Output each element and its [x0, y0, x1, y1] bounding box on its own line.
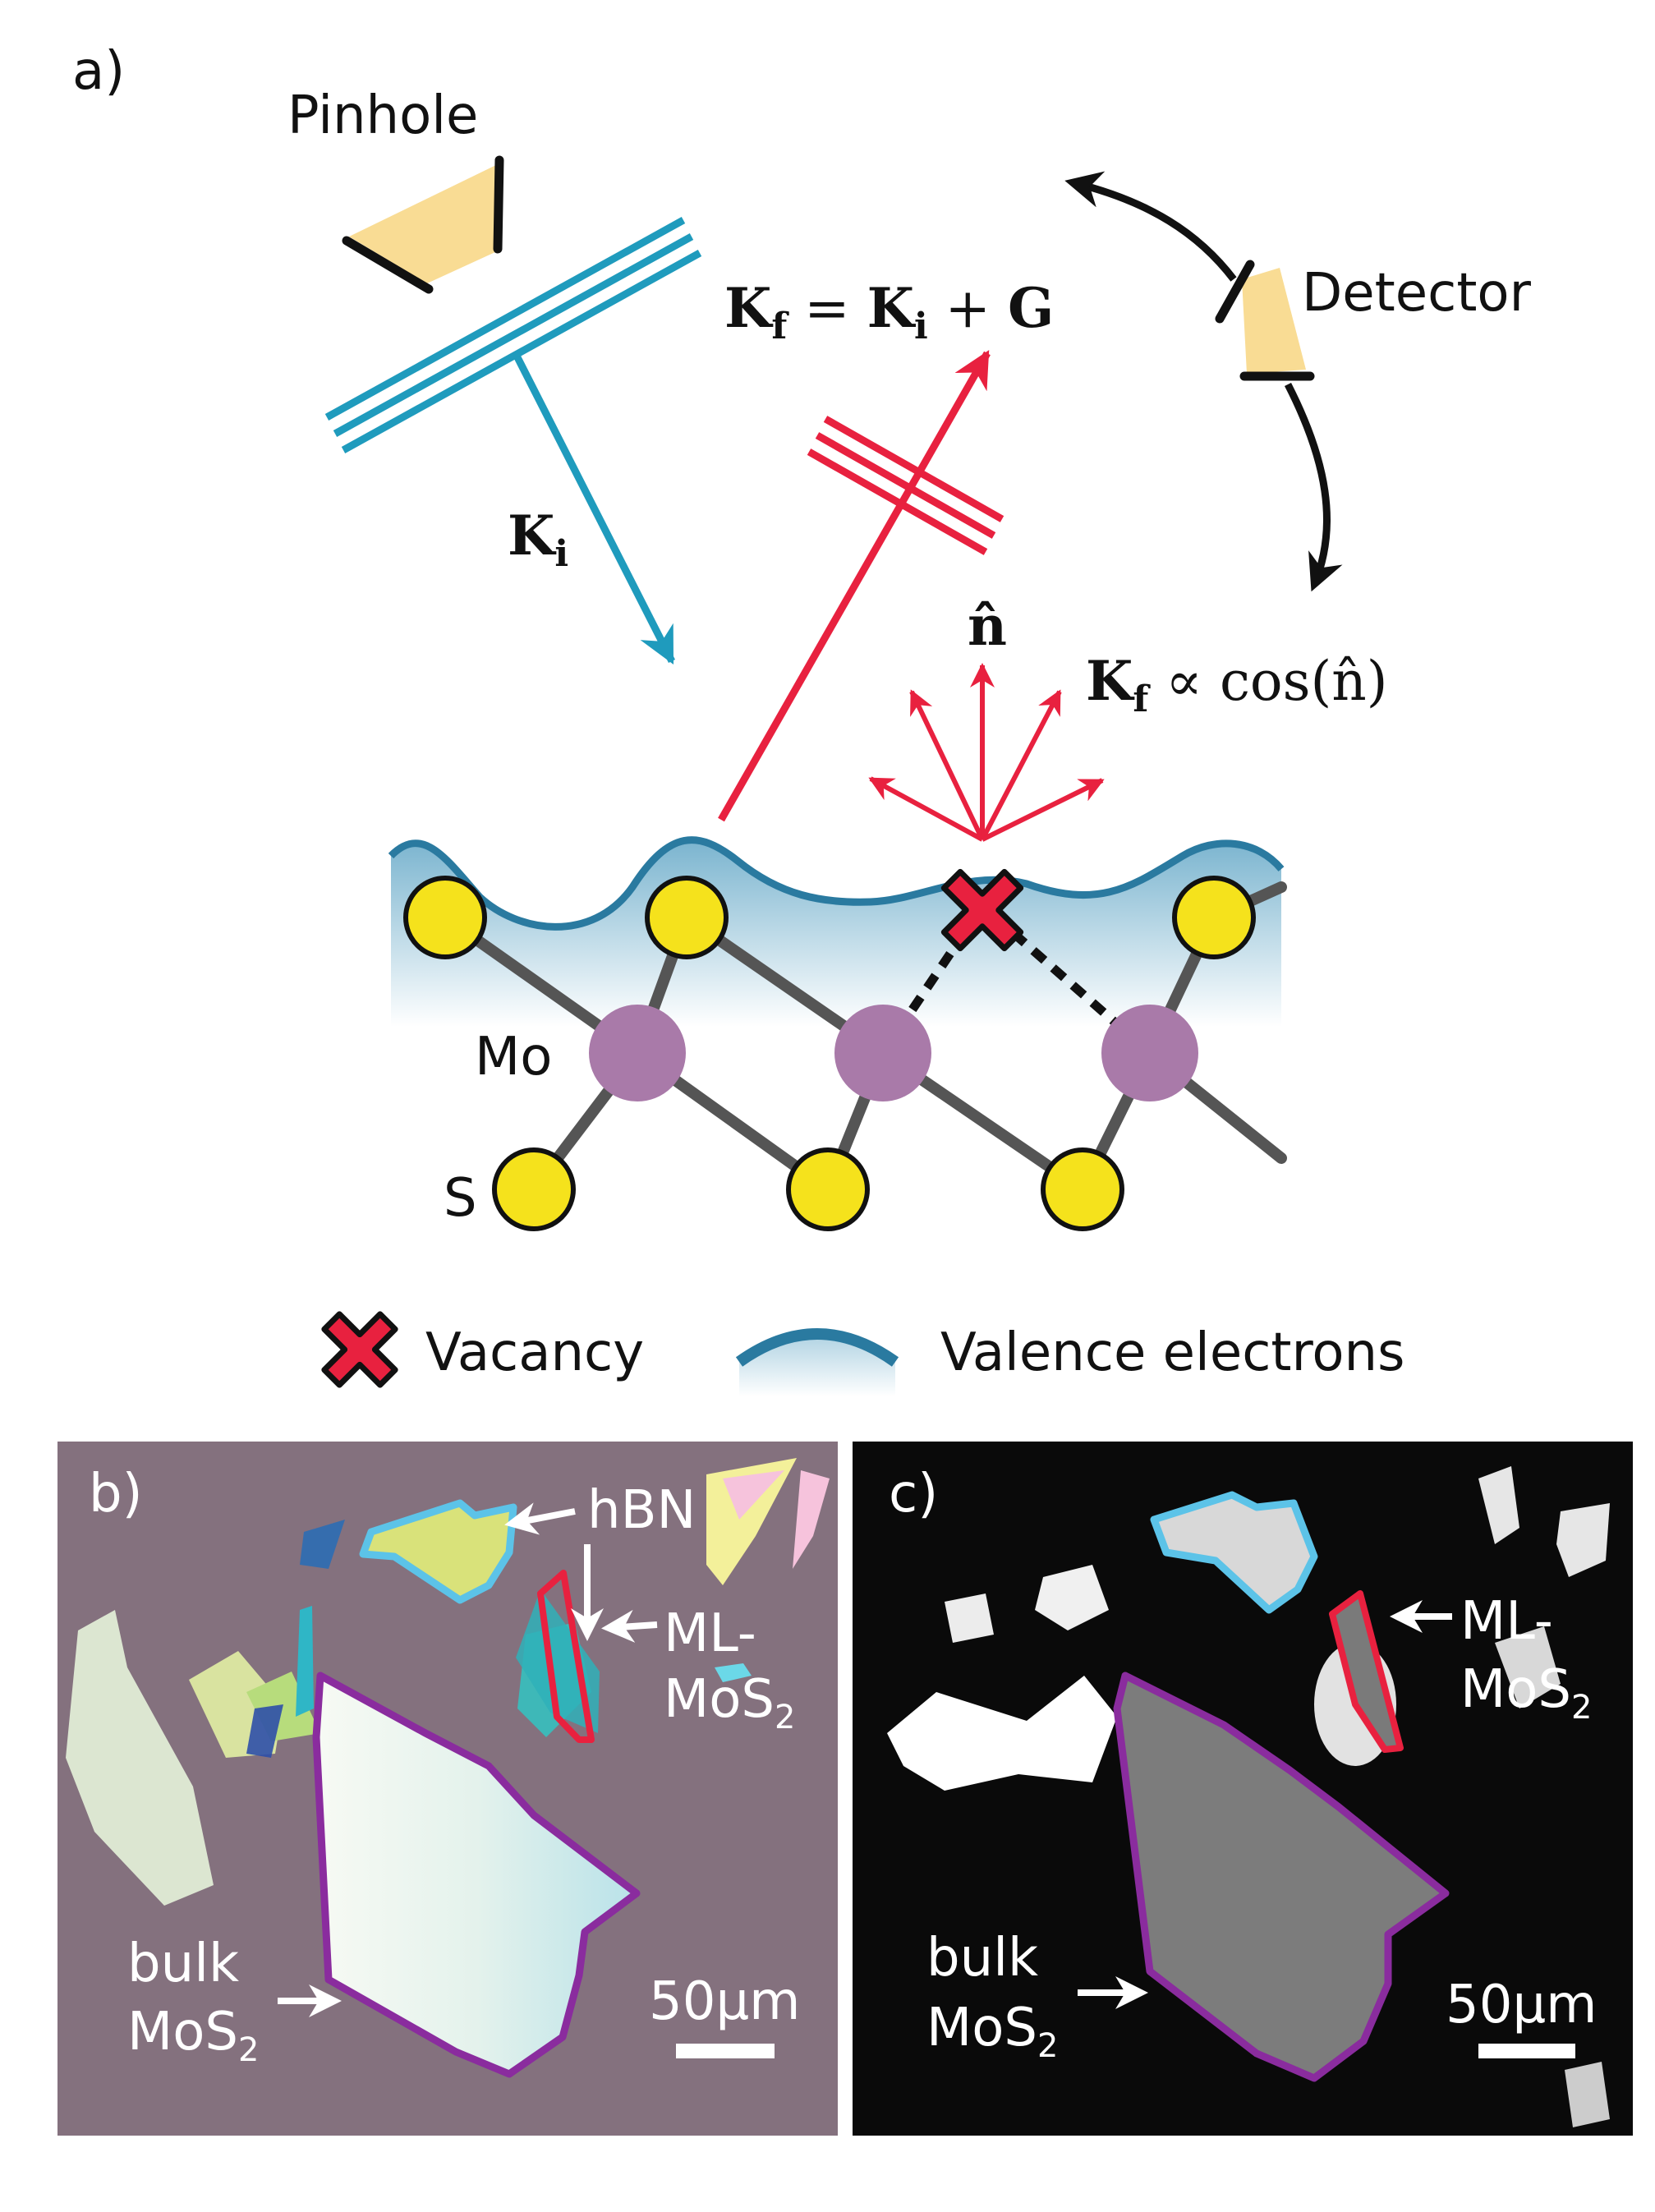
- rotation-arrow-down: [1284, 382, 1343, 592]
- legend-vacancy-label: Vacancy: [425, 1322, 644, 1383]
- flake: [723, 1470, 784, 1520]
- panel-b-scalebar-label: 50μm: [649, 1971, 801, 2032]
- valence-electron-cloud: [391, 839, 1281, 1027]
- legend-vacancy-icon: [321, 1311, 398, 1388]
- pinhole-blade-left: [342, 236, 434, 294]
- ml-mos2-flake: [516, 1589, 600, 1733]
- mos2-lattice: Mo S: [388, 836, 1287, 1231]
- panel-c-scalebar: [1478, 2044, 1575, 2058]
- ml-mos2-outline: [537, 1570, 595, 1743]
- s-label: S: [444, 1168, 477, 1229]
- panel-b-ml-label-2: MoS2: [664, 1669, 795, 1736]
- panel-c: c) ML- MoS2 bulk MoS2 50μm: [853, 1442, 1633, 2136]
- panel-b-ml-arrow: [601, 1609, 658, 1643]
- flake: [66, 1610, 214, 1906]
- detector-label: Detector: [1302, 263, 1532, 324]
- panel-c-ml-label: ML-: [1460, 1591, 1553, 1652]
- mo-label: Mo: [475, 1027, 552, 1088]
- legend-valence-label: Valence electrons: [940, 1322, 1404, 1383]
- mo-atoms: [589, 1005, 1198, 1101]
- s-atom: [1172, 876, 1256, 959]
- bulk-mos2-flake: [1117, 1676, 1446, 2078]
- panel-c-label: c): [889, 1464, 938, 1524]
- s-atom: [645, 876, 729, 959]
- normal-label: n̂: [968, 594, 1007, 658]
- panel-c-bulk-label: bulk: [926, 1928, 1038, 1989]
- mo-atom: [589, 1005, 686, 1101]
- valence-electron-line: [388, 836, 1285, 931]
- panel-c-scalebar-label: 50μm: [1446, 1975, 1598, 2035]
- flake: [715, 1663, 752, 1682]
- pinhole: Pinhole: [287, 85, 504, 294]
- bulk-mos2-outline: [312, 1672, 641, 2078]
- ki-arrow: [513, 355, 676, 665]
- flake: [1478, 1466, 1519, 1544]
- flake: [1495, 1626, 1561, 1708]
- scattering-equation: Kf = Ki + G: [724, 276, 1054, 347]
- ml-mos2-outline: [1329, 1590, 1404, 1753]
- pinhole-aperture: [349, 163, 501, 283]
- s-atom: [1041, 1147, 1124, 1231]
- s-atom: [492, 1147, 576, 1231]
- scattered-beam: [718, 350, 1004, 822]
- flake: [1565, 2062, 1610, 2127]
- flake: [300, 1520, 345, 1569]
- legend-valence-fill: [739, 1334, 895, 1396]
- bulk-mos2-outline: [1113, 1672, 1450, 2082]
- hbn-flake: [359, 1499, 517, 1604]
- flake: [296, 1606, 314, 1717]
- panel-a: a) Pinhole Ki Kf = Ki + G: [72, 41, 1532, 1396]
- panel-b-hbn-label: hBN: [587, 1480, 696, 1541]
- mo-atom: [834, 1005, 931, 1101]
- diffuse-scattering-fan: [868, 663, 1105, 842]
- panel-b: b) hBN ML- MoS2 bulk MoS2 50μm: [57, 1442, 838, 2136]
- bulk-mos2-flake: [316, 1676, 637, 2074]
- panel-b-hbn-arrow: [504, 1502, 576, 1535]
- pinhole-label: Pinhole: [287, 85, 478, 146]
- hbn-flake: [1150, 1491, 1318, 1614]
- pinhole-blade-right: [493, 155, 504, 254]
- incident-beam: [324, 217, 702, 665]
- panel-a-label: a): [72, 41, 125, 102]
- panel-b-label: b): [89, 1464, 143, 1524]
- s-atom: [403, 876, 487, 959]
- s-atom: [786, 1147, 870, 1231]
- panel-c-bulk-label-2: MoS2: [926, 1998, 1058, 2065]
- flake: [887, 1676, 1117, 1791]
- diffuse-equation: Kf ∝ cos(n̂): [1086, 649, 1388, 720]
- rotation-arrow-up: [1064, 171, 1237, 282]
- flake: [793, 1470, 830, 1569]
- vacancy-marker: [940, 868, 1024, 952]
- detector: Detector: [1064, 171, 1532, 592]
- ki-label: Ki: [508, 504, 568, 575]
- panel-b-ml-label: ML-: [664, 1603, 756, 1664]
- kf-arrow: [718, 350, 991, 822]
- panel-b-scalebar: [676, 2044, 775, 2058]
- s-atoms: [403, 876, 1256, 1231]
- panel-c-ml-label-2: MoS2: [1460, 1659, 1592, 1727]
- panel-b-bulk-label-2: MoS2: [127, 2002, 259, 2069]
- flake: [945, 1593, 994, 1643]
- legend: Vacancy Valence electrons: [321, 1311, 1404, 1396]
- panel-b-bulk-label: bulk: [127, 1934, 239, 1994]
- flake: [246, 1704, 283, 1758]
- flake: [1035, 1565, 1109, 1630]
- legend-valence-icon: [735, 1328, 899, 1367]
- flake: [1556, 1503, 1610, 1577]
- mo-atom: [1101, 1005, 1198, 1101]
- detector-aperture: [1242, 268, 1306, 374]
